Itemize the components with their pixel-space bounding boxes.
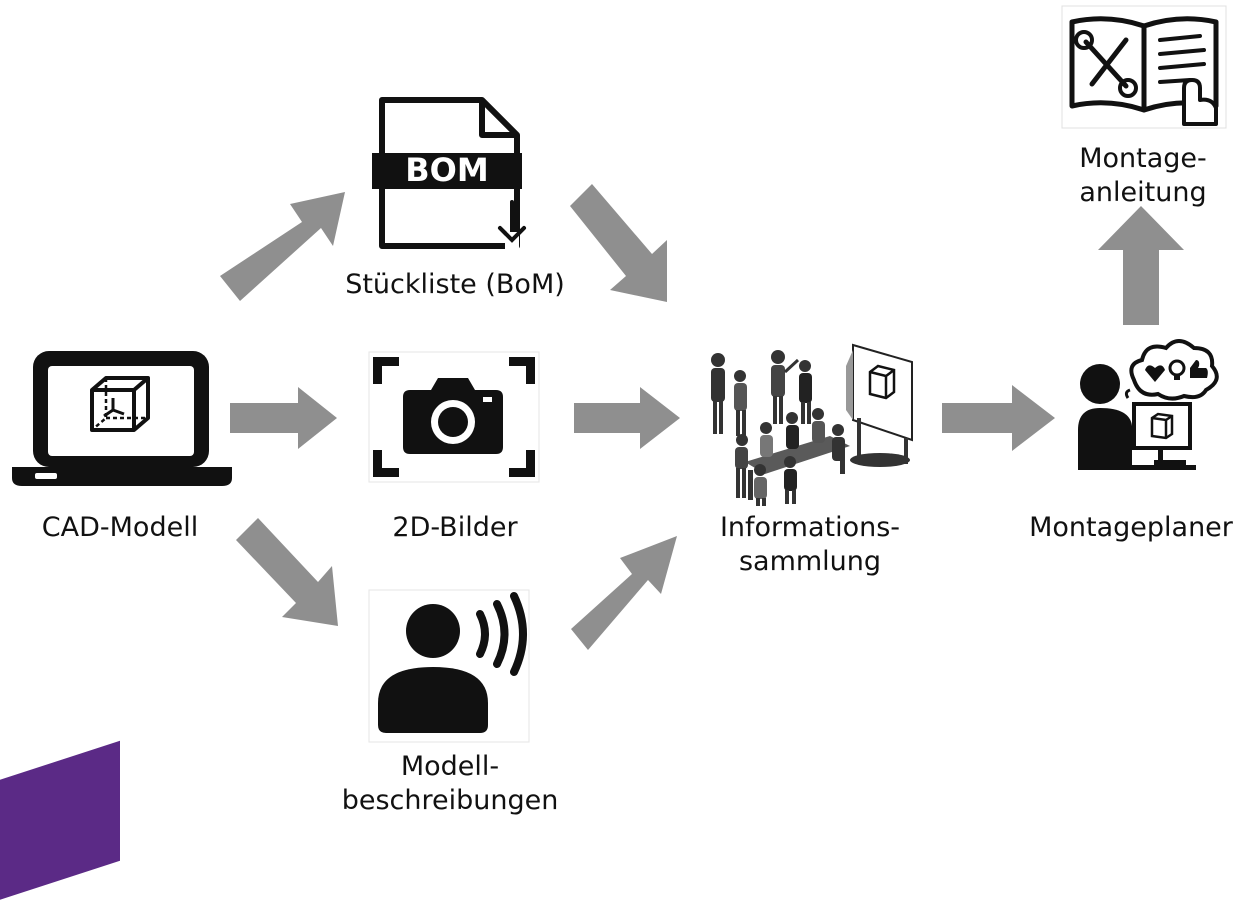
- images-label: 2D-Bilder: [392, 512, 518, 543]
- team-meeting-icon: [711, 343, 913, 506]
- arrow-bom-to-collection: [570, 184, 667, 302]
- arrow-cad-to-images: [230, 387, 337, 449]
- collection-label-line1: Informations-: [719, 512, 901, 543]
- camera-icon: [368, 351, 540, 483]
- arrow-cad-to-bom: [220, 192, 345, 301]
- collection-label: Informations- sammlung: [690, 511, 930, 579]
- bom-icon-text: BOM: [405, 151, 488, 189]
- arrow-planner-to-manual: [1098, 206, 1184, 325]
- laptop-cube-icon: [12, 351, 232, 486]
- manual-label-line1: Montage-: [1079, 143, 1207, 174]
- manual-book-icon: [1061, 5, 1227, 129]
- arrow-descriptions-to-collection: [571, 536, 677, 650]
- bom-label: Stückliste (BoM): [345, 269, 565, 300]
- bom-document-icon: BOM: [372, 97, 526, 250]
- manual-label-line2: anleitung: [1079, 177, 1207, 208]
- collection-label-line2: sammlung: [738, 546, 882, 577]
- process-diagram: BOM: [12, 5, 1227, 743]
- arrow-cad-to-descriptions: [236, 518, 338, 626]
- speaker-person-icon: [368, 589, 530, 743]
- descriptions-label-line2: beschreibungen: [341, 785, 559, 816]
- planner-person-icon: [1078, 339, 1219, 470]
- descriptions-label: Modell- beschreibungen: [330, 750, 570, 818]
- planner-label: Montageplaner: [1029, 512, 1233, 543]
- arrow-collection-to-planner: [942, 385, 1055, 451]
- descriptions-label-line1: Modell-: [400, 751, 500, 782]
- cad-label: CAD-Modell: [41, 512, 199, 543]
- manual-label: Montage- anleitung: [1040, 142, 1246, 210]
- arrow-images-to-collection: [574, 387, 680, 449]
